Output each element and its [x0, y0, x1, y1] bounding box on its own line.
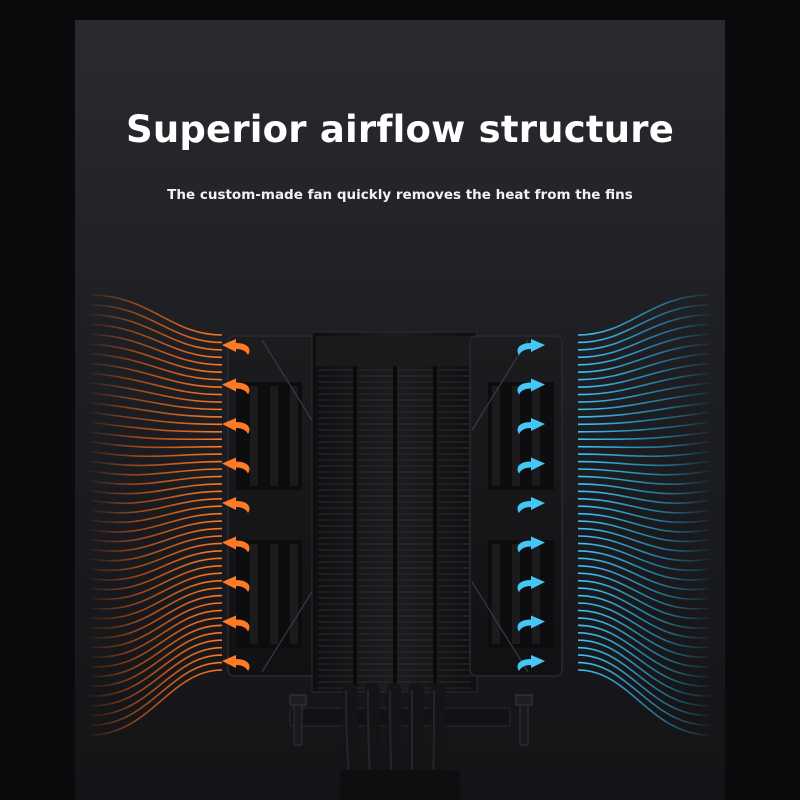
hot-airflow-lines: [89, 294, 223, 736]
curved-arrow-left-icon: [222, 536, 250, 553]
curved-arrow-left-icon: [517, 655, 545, 671]
headline: Superior airflow structure: [125, 108, 674, 151]
curved-arrow-left-icon: [517, 615, 545, 632]
curved-arrow-left-icon: [517, 418, 545, 434]
left-fan: [227, 335, 321, 677]
curved-arrow-left-icon: [517, 339, 545, 355]
curved-arrow-left-icon: [222, 339, 250, 355]
curved-arrow-left-icon: [222, 615, 250, 632]
curved-arrow-left-icon: [222, 497, 250, 513]
heatsink-fins: [311, 331, 478, 693]
curved-arrow-left-icon: [517, 457, 545, 474]
heat-pipes: [289, 682, 511, 800]
curved-arrow-left-icon: [222, 378, 250, 395]
curved-arrow-left-icon: [517, 497, 545, 513]
cool-air-arrows: [517, 339, 545, 671]
cpu-cooler: [227, 331, 563, 800]
curved-arrow-left-icon: [517, 576, 545, 592]
right-fan: [469, 335, 563, 677]
cool-airflow-lines: [577, 294, 711, 736]
curved-arrow-left-icon: [222, 418, 250, 434]
curved-arrow-left-icon: [222, 655, 250, 671]
curved-arrow-left-icon: [517, 378, 545, 395]
curved-arrow-left-icon: [222, 457, 250, 474]
subline: The custom-made fan quickly removes the …: [167, 187, 633, 203]
mounting-screws: [289, 694, 533, 746]
curved-arrow-left-icon: [517, 536, 545, 553]
curved-arrow-left-icon: [222, 576, 250, 592]
hot-air-arrows: [222, 339, 250, 671]
